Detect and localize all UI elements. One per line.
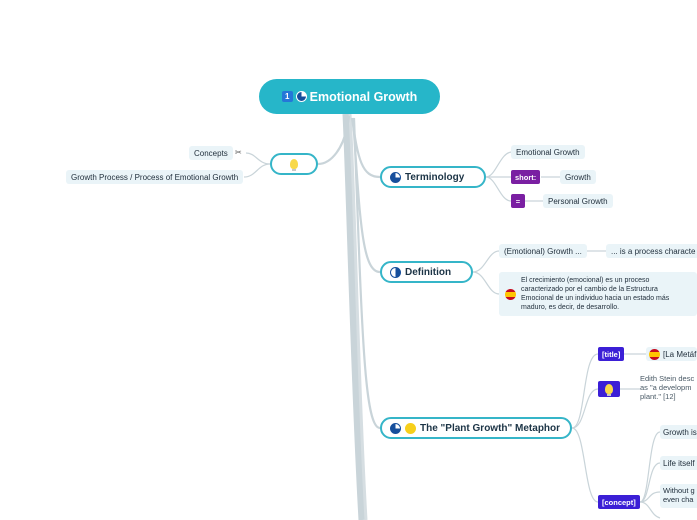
concept-item-label: Without g even cha <box>663 486 695 504</box>
concept-item[interactable]: Without g even cha <box>660 484 697 508</box>
concept-item[interactable]: Growth is <box>660 425 697 439</box>
def-emotional-growth-label: (Emotional) Growth ... <box>504 246 582 256</box>
central-topic[interactable]: 1 Emotional Growth <box>259 79 440 114</box>
short-tag[interactable]: short: <box>511 170 541 184</box>
number-one-icon: 1 <box>281 91 293 102</box>
link-concept-2 <box>639 462 661 503</box>
title-child-label: [La Metáf <box>663 349 697 359</box>
link-meta-title <box>571 353 599 429</box>
edith-stein-note[interactable]: Edith Stein desc as "a developm plant." … <box>640 374 697 406</box>
metaphor-bulb-tag[interactable] <box>598 381 620 397</box>
link-def-2 <box>472 271 500 295</box>
scissors-icon: ✂ <box>235 148 242 157</box>
def-spanish-text: El crecimiento (emocional) es un proceso… <box>521 277 670 311</box>
term-emotional-growth-label: Emotional Growth <box>516 147 580 157</box>
spain-flag-icon <box>505 289 516 300</box>
link-term-3 <box>485 176 512 202</box>
def-spanish-node[interactable]: El crecimiento (emocional) es un proceso… <box>499 272 697 316</box>
metaphor-label: The "Plant Growth" Metaphor <box>420 422 561 434</box>
definition-label: Definition <box>405 266 452 278</box>
link-def-1 <box>472 250 500 273</box>
equals-tag[interactable]: = <box>511 194 525 208</box>
growth-process-node[interactable]: Growth Process / Process of Emotional Gr… <box>66 170 244 184</box>
term-growth[interactable]: Growth <box>560 170 596 184</box>
link-meta-bulb <box>571 388 599 429</box>
trunk-line-secondary <box>348 113 368 520</box>
spain-flag-icon <box>649 348 660 360</box>
link-concept-4 <box>639 501 661 519</box>
def-emotional-growth[interactable]: (Emotional) Growth ... <box>499 244 587 258</box>
concept-tag[interactable]: [concept] <box>598 495 640 509</box>
metaphor-node[interactable]: The "Plant Growth" Metaphor <box>380 417 572 439</box>
central-topic-label: Emotional Growth <box>309 89 418 104</box>
terminology-node[interactable]: Terminology <box>380 166 486 188</box>
term-personal-growth[interactable]: Personal Growth <box>543 194 613 208</box>
concepts-node[interactable]: Concepts <box>189 146 233 160</box>
lightbulb-icon <box>290 159 298 171</box>
term-personal-growth-label: Personal Growth <box>548 196 608 206</box>
pie-quarter-icon <box>295 91 307 102</box>
link-concepts <box>245 152 271 165</box>
link-term-1 <box>485 151 513 178</box>
title-tag[interactable]: [title] <box>598 347 625 361</box>
term-emotional-growth[interactable]: Emotional Growth <box>511 145 585 159</box>
concept-item-label: Growth is <box>663 427 697 437</box>
pie-three-quarter-icon <box>390 422 401 434</box>
concept-tag-label: [concept] <box>602 497 636 507</box>
definition-node[interactable]: Definition <box>380 261 473 283</box>
edith-stein-text: Edith Stein desc as "a developm plant." … <box>640 374 695 401</box>
sun-icon <box>405 422 416 434</box>
title-tag-label: [title] <box>602 349 621 359</box>
link-concept-1 <box>639 431 661 503</box>
link-growth-process <box>243 163 271 178</box>
short-tag-label: short: <box>515 172 537 182</box>
link-left-branch <box>317 115 351 166</box>
left-idea-node[interactable] <box>270 153 318 175</box>
term-growth-label: Growth <box>565 172 591 182</box>
link-metaphor <box>352 117 381 430</box>
lightbulb-icon <box>605 384 613 396</box>
concepts-label: Concepts <box>194 148 228 158</box>
growth-process-label: Growth Process / Process of Emotional Gr… <box>71 172 239 182</box>
equals-tag-label: = <box>515 196 521 206</box>
title-child-node[interactable]: [La Metáf <box>646 347 697 361</box>
def-detail-label: ... is a process characte <box>611 246 696 256</box>
concept-item-label: Life itself <box>663 458 695 468</box>
trunk-line <box>342 113 366 520</box>
pie-half-icon <box>390 266 401 278</box>
link-meta-concept <box>571 427 599 503</box>
terminology-label: Terminology <box>405 171 465 183</box>
concept-item[interactable]: Life itself <box>660 456 697 470</box>
def-detail-node[interactable]: ... is a process characte <box>606 244 697 258</box>
pie-three-quarter-icon <box>390 171 401 183</box>
